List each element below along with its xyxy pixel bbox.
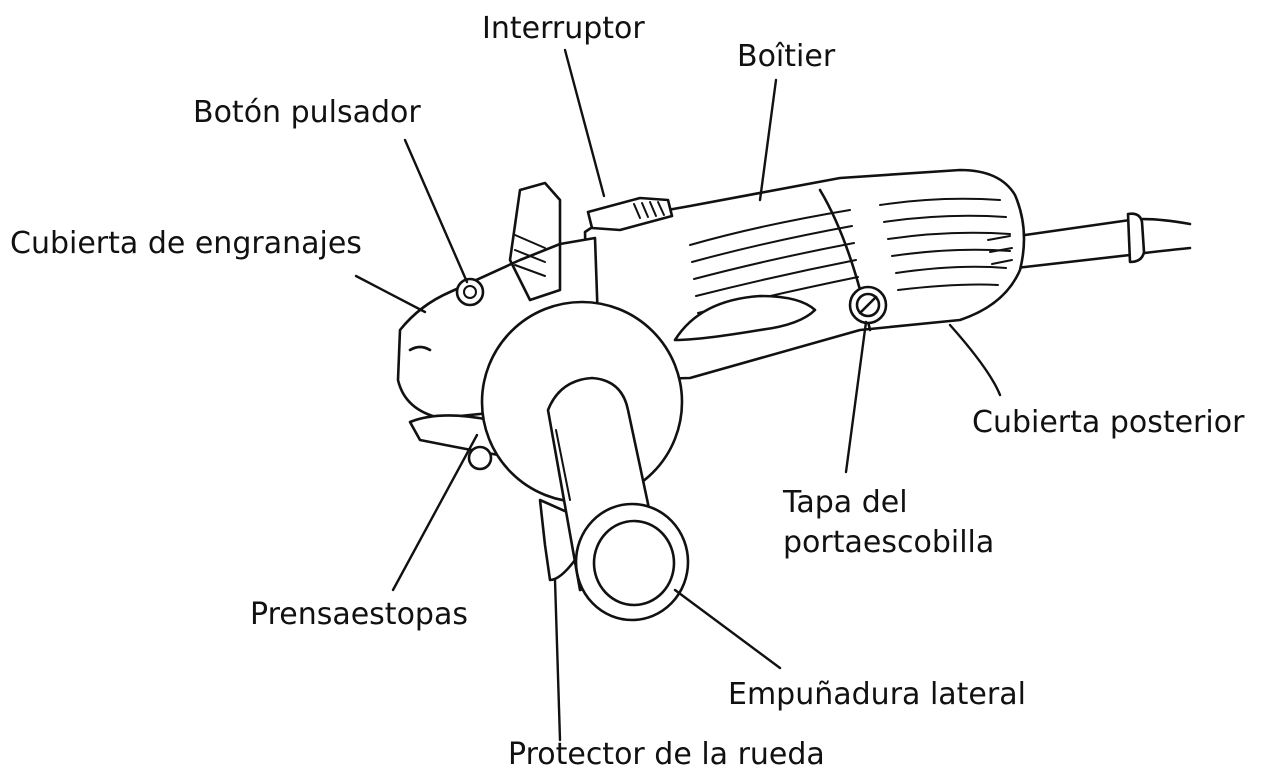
label-cubierta-engranajes: Cubierta de engranajes — [10, 229, 362, 259]
label-tapa-portaescobilla-line1: Tapa del — [783, 488, 908, 518]
label-tapa-portaescobilla-line2: portaescobilla — [783, 528, 994, 558]
leader-protector-rueda — [555, 580, 560, 740]
power-cord — [1016, 214, 1190, 268]
leader-cubierta-engranajes — [356, 276, 425, 312]
label-prensaestopas: Prensaestopas — [250, 600, 468, 630]
leader-interruptor — [565, 50, 604, 196]
leader-tapa-portaescobilla — [846, 322, 866, 472]
label-boitier: Boîtier — [737, 42, 835, 72]
brush-holder-cap — [850, 287, 886, 323]
leader-empunadura-lateral — [675, 590, 780, 668]
leader-boitier — [760, 80, 776, 200]
label-cubierta-posterior: Cubierta posterior — [972, 408, 1244, 438]
leader-cubierta-posterior — [950, 325, 1000, 395]
label-interruptor: Interruptor — [482, 14, 645, 44]
leader-prensaestopas — [393, 435, 477, 590]
side-grip — [482, 302, 688, 620]
leader-boton-pulsador — [405, 140, 467, 282]
label-protector-rueda: Protector de la rueda — [508, 740, 825, 770]
label-boton-pulsador: Botón pulsador — [193, 98, 421, 128]
label-empunadura-lateral: Empuñadura lateral — [728, 680, 1026, 710]
